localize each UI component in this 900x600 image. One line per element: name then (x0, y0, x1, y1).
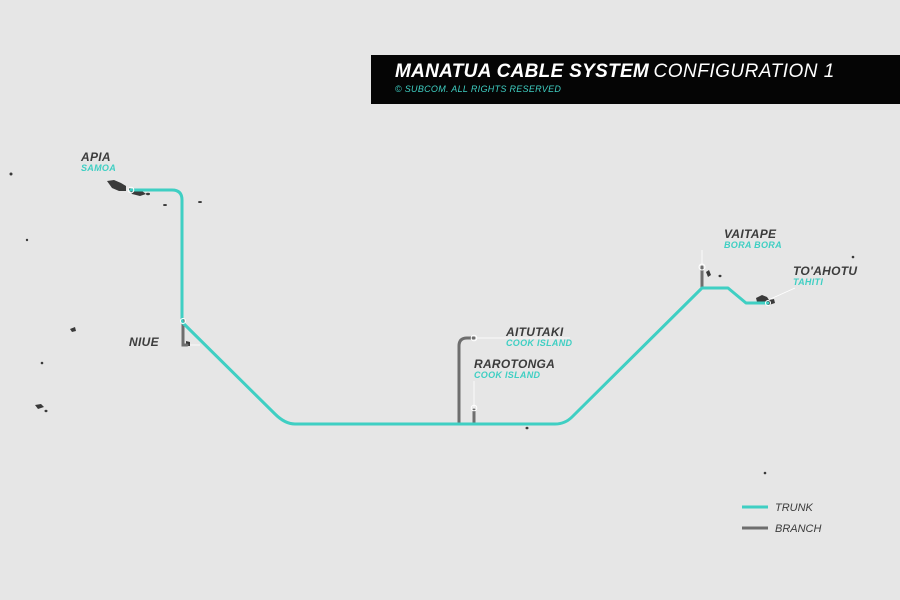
islet (44, 409, 48, 413)
title-banner: MANATUA CABLE SYSTEM CONFIGURATION 1 © S… (371, 55, 900, 104)
islet (163, 204, 167, 206)
branch-niue (181, 318, 189, 347)
place-name: VAITAPE (724, 227, 777, 241)
apia-marker (127, 186, 135, 194)
place-name: RAROTONGA (474, 357, 556, 371)
label-rarotonga: RAROTONGA COOK ISLAND (474, 358, 555, 380)
map-title: MANATUA CABLE SYSTEM (395, 61, 650, 82)
place-name: TO'AHOTU (793, 264, 858, 278)
legend: TRUNK BRANCH (742, 502, 822, 535)
label-apia: APIA SAMOA (81, 151, 116, 173)
label-toahotu: TO'AHOTU TAHITI (793, 265, 857, 287)
islet (525, 426, 529, 430)
islet (25, 238, 29, 242)
place-name: APIA (81, 150, 111, 164)
islet (198, 201, 202, 203)
label-vaitape: VAITAPE BORA BORA (724, 228, 782, 250)
aitutaki-marker (470, 334, 478, 342)
place-name: AITUTAKI (506, 325, 564, 339)
islet (70, 327, 76, 332)
bora-bora-island (706, 270, 711, 277)
branch-aitutaki (457, 336, 476, 426)
landing-markers (127, 186, 771, 412)
islet (9, 172, 13, 176)
samoa-island (107, 180, 126, 191)
islet (146, 192, 150, 196)
rarotonga-marker (470, 404, 478, 412)
map-subtitle: CONFIGURATION 1 (653, 61, 835, 82)
country-name: SAMOA (81, 163, 116, 173)
islet (40, 361, 44, 365)
vaitape-marker (698, 263, 706, 271)
country-name: COOK ISLAND (506, 338, 573, 348)
country-name: BORA BORA (724, 240, 782, 250)
label-niue: NIUE (129, 336, 159, 348)
trunk-line (129, 188, 770, 426)
legend-trunk-label: TRUNK (775, 502, 814, 514)
country-name: TAHITI (793, 277, 824, 287)
toahotu-marker (765, 300, 771, 306)
place-name: NIUE (129, 335, 159, 349)
copyright-notice: © SUBCOM. ALL RIGHTS RESERVED (395, 84, 562, 94)
islet (851, 255, 855, 259)
islet (35, 404, 44, 409)
legend-branch-label: BRANCH (775, 523, 822, 535)
land-masses (9, 172, 855, 475)
islet (763, 471, 767, 475)
niue-marker (180, 318, 186, 324)
label-aitutaki: AITUTAKI COOK ISLAND (506, 326, 572, 348)
country-name: COOK ISLAND (474, 370, 541, 380)
islet (718, 274, 722, 278)
